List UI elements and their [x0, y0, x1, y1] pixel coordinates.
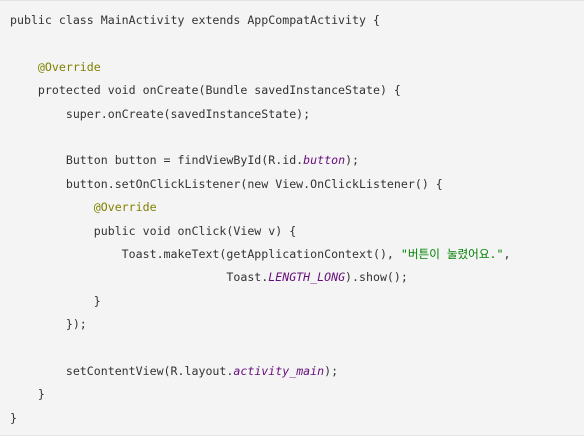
code-line: Button button = findViewById(R.id.button…	[10, 149, 510, 172]
code-line: Toast.LENGTH_LONG).show();	[10, 266, 510, 289]
code-line: @Override	[10, 196, 510, 219]
code-token: );	[345, 153, 360, 168]
code-token: }	[10, 293, 101, 308]
code-line	[10, 336, 510, 359]
code-line: }	[10, 383, 510, 406]
code-token: protected void onCreate(Bundle savedInst…	[10, 83, 401, 98]
code-token: Button button = findViewById(R.id.	[10, 153, 304, 168]
code-token: }	[10, 410, 17, 425]
code-token: });	[10, 317, 87, 332]
code-token-string: "버튼이 눌렸어요."	[400, 246, 504, 261]
code-token: public void onClick(View v) {	[10, 223, 297, 238]
code-token: );	[324, 363, 339, 378]
code-token-field: button	[303, 153, 346, 168]
code-token: super.onCreate(savedInstanceState);	[10, 106, 311, 121]
code-line	[10, 32, 510, 55]
code-token: public class MainActivity extends AppCom…	[10, 13, 380, 27]
code-token-field: activity_main	[233, 363, 325, 378]
code-line: setContentView(R.layout.activity_main);	[10, 360, 510, 383]
code-line: });	[10, 313, 510, 336]
code-token: Toast.makeText(getApplicationContext(),	[10, 246, 401, 261]
code-line: }	[10, 290, 510, 313]
code-line: Toast.makeText(getApplicationContext(), …	[10, 243, 511, 266]
code-line: public class MainActivity extends AppCom…	[10, 9, 510, 32]
code-token: ).show();	[345, 270, 408, 285]
code-token	[10, 60, 38, 74]
code-token-annotation: @Override	[93, 200, 157, 215]
code-token: button.setOnClickListener(new View.OnCli…	[10, 176, 443, 191]
code-listing: public class MainActivity extends AppCom…	[10, 9, 510, 430]
code-token	[10, 200, 94, 214]
code-line: @Override	[10, 56, 510, 79]
code-block: public class MainActivity extends AppCom…	[0, 0, 584, 436]
code-token: }	[10, 387, 45, 402]
code-line: }	[10, 407, 510, 430]
code-token-field: LENGTH_LONG	[268, 270, 346, 285]
code-line: protected void onCreate(Bundle savedInst…	[10, 79, 510, 102]
code-token: ,	[503, 246, 511, 261]
code-line: button.setOnClickListener(new View.OnCli…	[10, 173, 510, 196]
code-line: super.onCreate(savedInstanceState);	[10, 103, 510, 126]
code-token-annotation: @Override	[37, 59, 101, 74]
code-line: public void onClick(View v) {	[10, 220, 510, 243]
code-line	[10, 126, 510, 149]
code-token: setContentView(R.layout.	[10, 363, 234, 378]
code-token: Toast.	[10, 270, 269, 285]
